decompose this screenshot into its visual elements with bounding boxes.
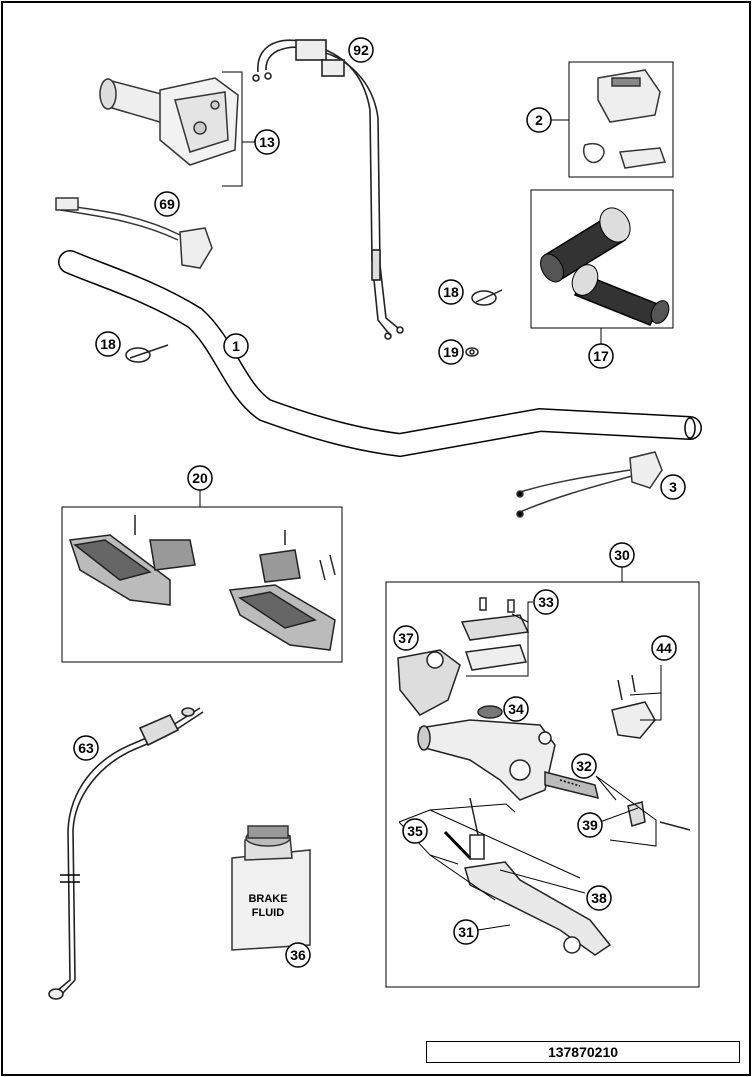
throttle-grip-part <box>99 77 239 166</box>
callout-92: 92 <box>348 37 374 63</box>
brake-fluid-bottle <box>231 825 311 951</box>
callout-33: 33 <box>533 589 559 615</box>
callout-30: 30 <box>609 542 635 568</box>
svg-text:18: 18 <box>443 284 459 300</box>
fluid-label-line1: BRAKE <box>248 893 287 905</box>
svg-text:38: 38 <box>591 890 607 906</box>
callout-35: 35 <box>402 818 428 844</box>
callout-37: 37 <box>393 625 419 651</box>
svg-text:33: 33 <box>538 594 554 610</box>
switch-69-part <box>55 197 213 269</box>
nut-19 <box>465 347 479 357</box>
svg-text:17: 17 <box>593 348 609 364</box>
svg-text:63: 63 <box>78 740 94 756</box>
callout-2: 2 <box>526 107 552 133</box>
clutch-cable-part <box>48 707 204 1000</box>
master-cylinder-part <box>397 597 691 956</box>
grips-part <box>540 207 670 326</box>
callout-18-left: 18 <box>95 331 121 357</box>
throttle-cables-part <box>252 39 404 340</box>
callout-19: 19 <box>438 339 464 365</box>
callout-44: 44 <box>651 635 677 661</box>
svg-text:34: 34 <box>508 701 524 717</box>
callout-17: 17 <box>588 343 614 369</box>
callout-34: 34 <box>503 696 529 722</box>
box-30 <box>385 581 700 988</box>
svg-text:19: 19 <box>443 344 459 360</box>
svg-text:69: 69 <box>159 196 175 212</box>
callout-38: 38 <box>586 885 612 911</box>
callout-39: 39 <box>577 812 603 838</box>
callout-32: 32 <box>571 753 597 779</box>
svg-text:32: 32 <box>576 758 592 774</box>
callout-20: 20 <box>187 465 213 491</box>
bracket-13 <box>222 71 243 187</box>
svg-text:20: 20 <box>192 470 208 486</box>
box-17 <box>530 189 674 329</box>
leader-lines <box>398 601 662 931</box>
switch-3-part <box>516 451 663 518</box>
switch-cover-part <box>583 69 667 169</box>
callout-3: 3 <box>660 474 686 500</box>
svg-text:30: 30 <box>614 547 630 563</box>
fluid-label-line2: FLUID <box>252 907 284 919</box>
box-20 <box>61 506 343 663</box>
svg-text:31: 31 <box>458 924 474 940</box>
svg-text:2: 2 <box>535 112 543 128</box>
callout-36: 36 <box>285 942 311 968</box>
svg-text:3: 3 <box>669 479 677 495</box>
svg-text:37: 37 <box>398 630 414 646</box>
svg-text:44: 44 <box>656 640 672 656</box>
svg-text:92: 92 <box>353 42 369 58</box>
callout-31: 31 <box>453 919 479 945</box>
handlebar-part <box>58 250 702 458</box>
svg-text:18: 18 <box>100 336 116 352</box>
callout-18-right: 18 <box>438 279 464 305</box>
svg-text:39: 39 <box>582 817 598 833</box>
svg-text:36: 36 <box>290 947 306 963</box>
callout-13: 13 <box>254 129 280 155</box>
callout-69: 69 <box>154 191 180 217</box>
svg-text:1: 1 <box>232 338 240 354</box>
callout-63: 63 <box>73 735 99 761</box>
svg-text:13: 13 <box>259 134 275 150</box>
cable-tie-right <box>471 289 503 306</box>
handguards-part <box>68 515 336 651</box>
drawing-number: 137870210 <box>426 1041 740 1063</box>
cable-tie-left <box>125 344 169 363</box>
svg-text:35: 35 <box>407 823 423 839</box>
callout-1: 1 <box>223 333 249 359</box>
